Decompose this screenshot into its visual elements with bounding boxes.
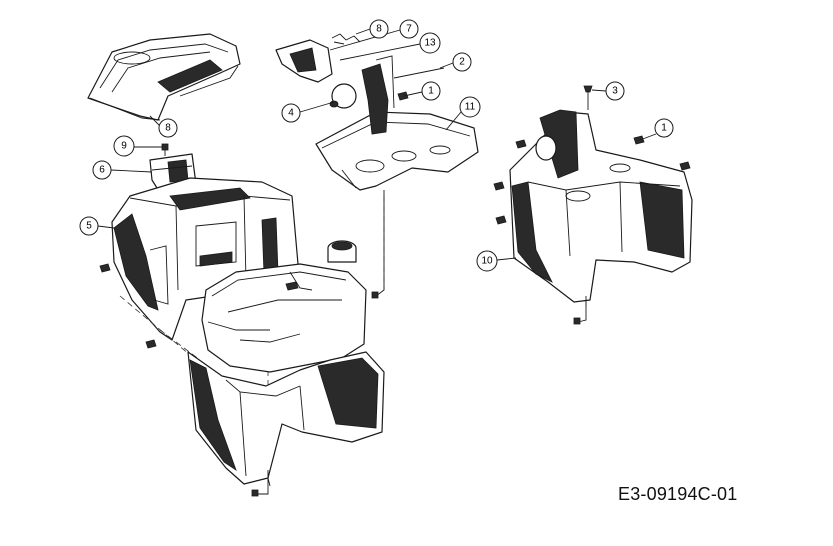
part-1-screw-right <box>633 135 645 145</box>
svg-text:10: 10 <box>481 256 493 267</box>
callout-4: 4 <box>281 101 335 123</box>
part-13-spring <box>331 33 361 45</box>
svg-text:1: 1 <box>661 123 667 134</box>
svg-text:7: 7 <box>406 24 412 35</box>
callout-13: 13 <box>339 32 441 61</box>
part-7-instrument-bracket <box>275 39 333 83</box>
part-12-console-frame <box>315 55 479 299</box>
part-11-fender-assembly <box>509 109 693 325</box>
callout-9: 8 <box>355 19 389 39</box>
part-1-screw-upper <box>397 91 409 101</box>
part-10-screw <box>161 143 169 156</box>
part-11-screws <box>493 139 691 225</box>
svg-text:8: 8 <box>165 123 171 134</box>
svg-text:3: 3 <box>612 86 618 97</box>
svg-text:11: 11 <box>465 102 476 113</box>
part-4-switch <box>329 83 357 109</box>
callout-10: 9 <box>113 135 162 157</box>
callout-7: 7 <box>329 19 419 51</box>
svg-text:5: 5 <box>86 221 92 232</box>
lower-fender <box>187 351 385 497</box>
part-5-screws <box>99 263 157 349</box>
callout-1-upper: 1 <box>403 81 441 101</box>
callout-1-right: 1 <box>639 118 674 141</box>
part-5-fender-housing <box>111 177 299 341</box>
svg-text:13: 13 <box>424 38 436 49</box>
callout-12: 11 <box>445 96 481 131</box>
svg-text:2: 2 <box>459 57 465 68</box>
part-3-pin <box>583 85 593 110</box>
svg-text:6: 6 <box>99 165 105 176</box>
svg-text:1: 1 <box>428 86 434 97</box>
callout-2: 2 <box>439 52 472 72</box>
fuel-tank <box>201 240 367 373</box>
callout-8: 8 <box>149 115 178 138</box>
drawing-code: E3-09194C-01 <box>618 484 738 504</box>
callout-3: 3 <box>591 81 625 101</box>
callout-5: 5 <box>79 216 115 236</box>
svg-text:4: 4 <box>288 108 294 119</box>
callout-11: 10 <box>476 250 517 272</box>
callout-6: 6 <box>92 160 153 180</box>
svg-text:8: 8 <box>376 24 382 35</box>
part-8-top-cover <box>87 33 241 121</box>
svg-text:9: 9 <box>121 141 127 152</box>
